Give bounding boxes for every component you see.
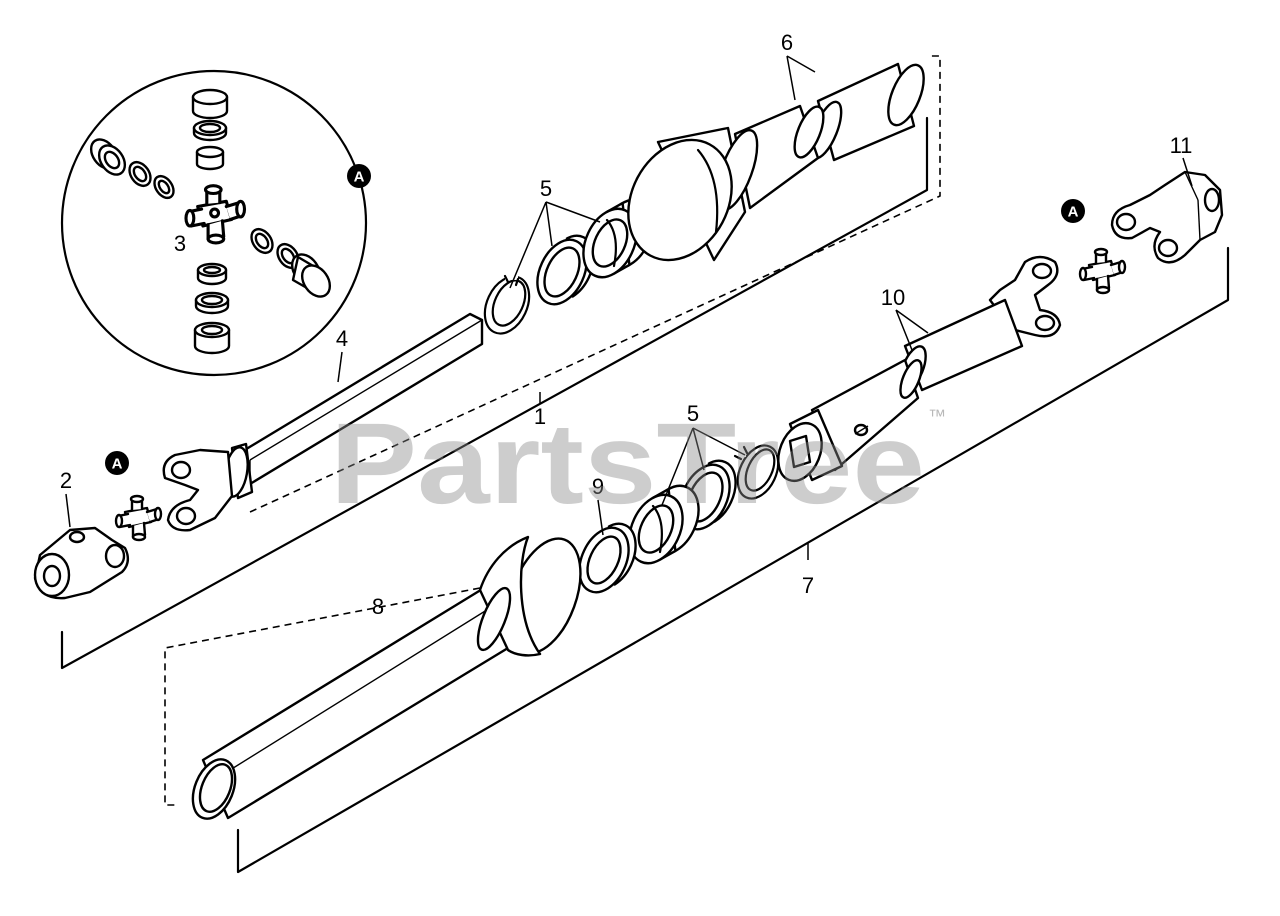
callout-5-upper: 5 (540, 176, 552, 201)
callout-3: 3 (174, 231, 186, 256)
bearing-cap-right (290, 253, 332, 298)
part-8-outer-tube (191, 535, 582, 820)
callout-10: 10 (881, 285, 905, 310)
assembly-1-yoke (162, 442, 254, 532)
part-11-end-yoke (1110, 170, 1224, 264)
part-8-dashed-bracket (164, 587, 481, 806)
watermark-trademark: ™ (928, 406, 946, 426)
part-9-ring (578, 522, 637, 594)
svg-text:A: A (112, 456, 123, 473)
bearing-cap-bottom (193, 321, 231, 355)
needle-bearing-top (195, 145, 225, 171)
callout-11: 11 (1170, 133, 1193, 158)
leader-lines (65, 55, 1193, 560)
detail-marker-a-right: A (1061, 199, 1085, 223)
bearing-cap-top (191, 88, 229, 120)
callout-6: 6 (781, 30, 793, 55)
seal-ring-top (192, 119, 228, 142)
assembly-7-bracket (236, 246, 1230, 874)
part-5-lower-bearing (628, 484, 700, 565)
seal-ring-bottom (194, 291, 230, 315)
callout-1: 1 (534, 404, 546, 429)
part-6-outer-tube (627, 62, 925, 262)
svg-text:A: A (354, 169, 365, 186)
needle-bearing-bottom (196, 262, 228, 286)
bearing-cap-left (89, 138, 127, 176)
callouts: 6 5 11 3 4 10 1 5 2 9 7 8 (60, 30, 1193, 619)
part-5-lower-snap-ring (733, 444, 780, 500)
watermark: PartsTree ™ (330, 400, 946, 528)
part-5-upper-seal-ring (536, 234, 595, 306)
detail-circle-part-3 (60, 69, 368, 377)
part-6-dashed-bracket (249, 55, 941, 513)
part-2-end-yoke (33, 526, 130, 600)
watermark-text: PartsTree (330, 400, 925, 528)
callout-8: 8 (372, 594, 384, 619)
needle-bearing-right (250, 227, 274, 255)
detail-marker-a-left: A (105, 451, 129, 475)
callout-5-lower: 5 (687, 401, 699, 426)
assembly-1-bracket (60, 116, 929, 670)
part-10-inner-tube-yoke (777, 255, 1062, 483)
seal-ring-left (128, 160, 152, 188)
cross-spider-left (114, 494, 163, 542)
callout-7: 7 (802, 573, 814, 598)
needle-bearing-left (153, 174, 175, 200)
detail-marker-a-circle: A (347, 164, 371, 188)
cross-spider-right (1078, 247, 1127, 295)
svg-text:A: A (1068, 204, 1079, 221)
callout-9: 9 (592, 474, 604, 499)
cross-spider-part-3 (184, 184, 247, 245)
part-5-upper-snap-ring (483, 270, 531, 335)
callout-2: 2 (60, 468, 72, 493)
callout-4: 4 (336, 326, 348, 351)
